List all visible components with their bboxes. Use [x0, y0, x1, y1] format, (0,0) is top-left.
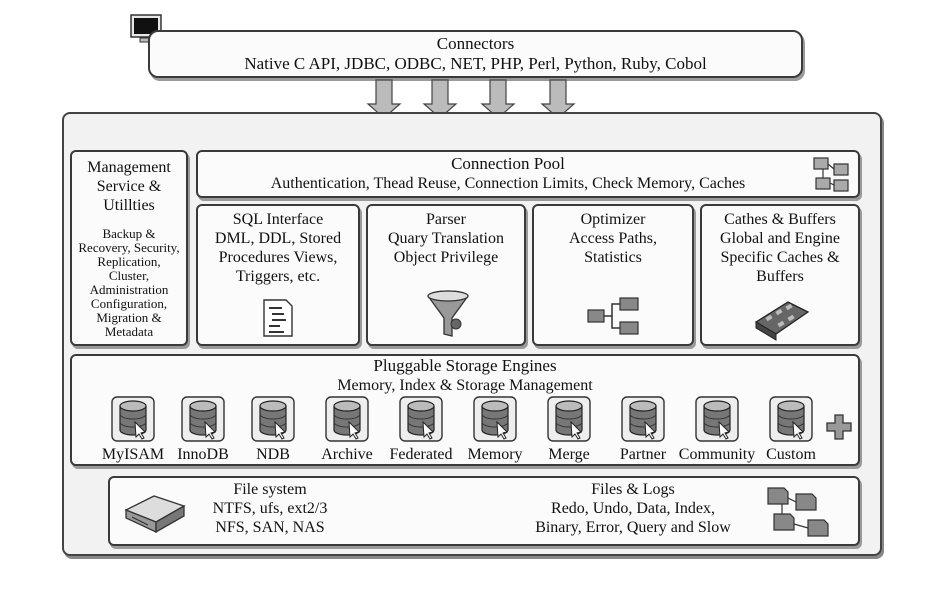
connectors-title: Connectors: [436, 34, 515, 53]
script-icon: [260, 298, 294, 338]
storage-engine-label: Merge: [548, 446, 590, 463]
storage-engine-label: Memory: [467, 446, 523, 463]
storage-engine-label: InnoDB: [177, 446, 229, 463]
connection-pool-list: Authentication, Thead Reuse, Connection …: [270, 175, 746, 192]
storage-engine-label: NDB: [256, 446, 290, 463]
terminal-icon: [130, 14, 162, 44]
connectors-box: Connectors Native C API, JDBC, ODBC, NET…: [148, 30, 803, 78]
database-icon: [111, 396, 155, 442]
optimizer-line: Access Paths,: [569, 230, 657, 247]
caches-buffers-line: Cathes & Buffers: [724, 211, 836, 228]
database-icon: [547, 396, 591, 442]
management-detail-line: Configuration,: [90, 296, 168, 311]
management-detail-line: Backup &: [102, 226, 156, 241]
sql-interface-line: DML, DDL, Stored: [214, 230, 342, 247]
database-icon: [251, 396, 295, 442]
database-icon: [399, 396, 443, 442]
parser-line: Object Privilege: [393, 249, 499, 266]
management-detail-line: Administration: [89, 282, 169, 297]
parser-line: Parser: [426, 211, 466, 228]
management-detail-line: Cluster,: [108, 268, 150, 283]
management-detail-line: Metadata: [104, 324, 154, 339]
sql-interface-box: SQL Interface DML, DDL, Stored Procedure…: [196, 204, 360, 346]
optimizer-line: Statistics: [584, 249, 642, 266]
parser-line: Quary Translation: [388, 230, 504, 247]
flowchart-icon: [586, 296, 642, 336]
management-detail-line: Replication,: [97, 254, 161, 269]
file-system-title: File system: [233, 481, 307, 498]
storage-engine-label: Archive: [321, 446, 373, 463]
management-title-line: Service &: [96, 178, 162, 195]
sql-interface-line: Triggers, etc.: [235, 268, 321, 285]
storage-engine-label: MyISAM: [101, 446, 165, 463]
storage-engine-label: Federated: [389, 446, 453, 463]
sql-interface-line: Procedures Views,: [218, 249, 338, 266]
connection-pool-title: Connection Pool: [451, 154, 565, 173]
file-system-line: NTFS, ufs, ext2/3: [212, 500, 328, 517]
file-system-line: NFS, SAN, NAS: [215, 519, 325, 536]
database-icon: [695, 396, 739, 442]
files-logs-title: Files & Logs: [591, 481, 675, 498]
storage-engines-title: Pluggable Storage Engines: [373, 356, 557, 375]
connector-arrows: [360, 79, 600, 120]
connectors-list: Native C API, JDBC, ODBC, NET, PHP, Perl…: [244, 54, 707, 73]
log-files-icon: [762, 482, 842, 542]
management-detail-line: Migration &: [96, 310, 162, 325]
connection-pool-box: Connection Pool Authentication, Thead Re…: [196, 150, 860, 198]
caches-buffers-box: Cathes & Buffers Global and Engine Speci…: [700, 204, 860, 346]
database-icon: [181, 396, 225, 442]
sql-interface-line: SQL Interface: [232, 211, 324, 228]
caches-buffers-line: Specific Caches &: [720, 249, 840, 266]
management-detail-line: Recovery, Security,: [78, 240, 180, 255]
storage-engine-label: Partner: [619, 446, 667, 463]
storage-engine-label: Custom: [766, 446, 816, 463]
memory-chip-icon: [752, 298, 812, 341]
database-icon: [621, 396, 665, 442]
management-title-line: Utillties: [103, 197, 155, 214]
funnel-icon: [426, 290, 470, 340]
management-services-box: Management Service & Utillties Backup & …: [70, 150, 188, 346]
caches-buffers-line: Global and Engine: [720, 230, 840, 247]
engines-row: MyISAM InnoDB NDB Archive Federated Memory Mer…: [70, 394, 860, 466]
parser-box: Parser Quary Translation Object Privileg…: [366, 204, 526, 346]
storage-engine-label: Community: [678, 446, 756, 463]
database-icon: [325, 396, 369, 442]
files-logs-line: Binary, Error, Query and Slow: [535, 519, 731, 536]
hard-drive-icon: [124, 492, 186, 534]
storage-layer-box: File system NTFS, ufs, ext2/3 NFS, SAN, …: [108, 476, 860, 546]
files-logs-line: Redo, Undo, Data, Index,: [551, 500, 715, 517]
optimizer-line: Optimizer: [580, 211, 646, 228]
database-icon: [473, 396, 517, 442]
management-title-line: Management: [87, 159, 171, 176]
database-icon: [769, 396, 813, 442]
optimizer-box: Optimizer Access Paths, Statistics: [532, 204, 694, 346]
network-icon: [812, 156, 850, 194]
plus-icon: [826, 414, 852, 440]
storage-engines-subtitle: Memory, Index & Storage Management: [337, 377, 593, 394]
caches-buffers-line: Buffers: [756, 268, 804, 285]
